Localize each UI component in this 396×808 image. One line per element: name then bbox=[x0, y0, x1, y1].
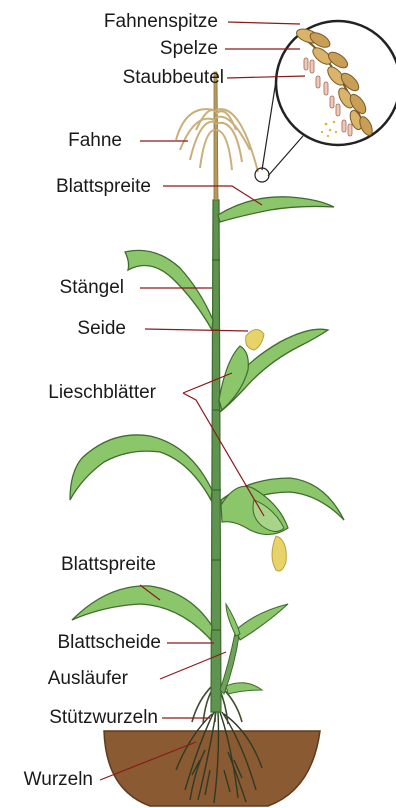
label-tiller: Ausläufer bbox=[48, 668, 128, 690]
tassel-stem bbox=[214, 72, 218, 200]
magnifier-connector-bottom bbox=[268, 136, 303, 176]
leader-tassel-tip bbox=[228, 22, 300, 24]
label-brace-roots: Stützwurzeln bbox=[49, 707, 158, 729]
label-leaf-sheath: Blattscheide bbox=[57, 632, 161, 654]
label-anther: Staubbeutel bbox=[123, 67, 224, 89]
label-tassel-tip: Fahnenspitze bbox=[104, 11, 218, 33]
magnifier-connector-top bbox=[262, 68, 278, 170]
leader-silk bbox=[145, 329, 248, 331]
stalk bbox=[211, 200, 221, 712]
tiller-leaf-2 bbox=[226, 604, 240, 636]
label-stalk: Stängel bbox=[60, 277, 124, 299]
label-roots: Wurzeln bbox=[24, 769, 93, 791]
soil bbox=[104, 731, 320, 806]
label-silk: Seide bbox=[77, 318, 126, 340]
leaf-mid-left bbox=[70, 435, 212, 500]
upper-silk bbox=[246, 329, 264, 350]
label-husk-leaves: Lieschblätter bbox=[48, 382, 156, 404]
magnifier-source-ring bbox=[255, 168, 269, 182]
label-glume: Spelze bbox=[160, 38, 218, 60]
leaf-upper-left bbox=[125, 250, 213, 330]
label-tassel: Fahne bbox=[68, 130, 122, 152]
lower-silk bbox=[272, 536, 286, 571]
tiller-leaf-1 bbox=[236, 604, 288, 640]
leaf-upper-right bbox=[218, 197, 334, 222]
label-leaf-blade-lower: Blattspreite bbox=[61, 554, 156, 576]
label-leaf-blade-top: Blattspreite bbox=[56, 176, 151, 198]
tiller-leaf-3 bbox=[226, 683, 262, 694]
